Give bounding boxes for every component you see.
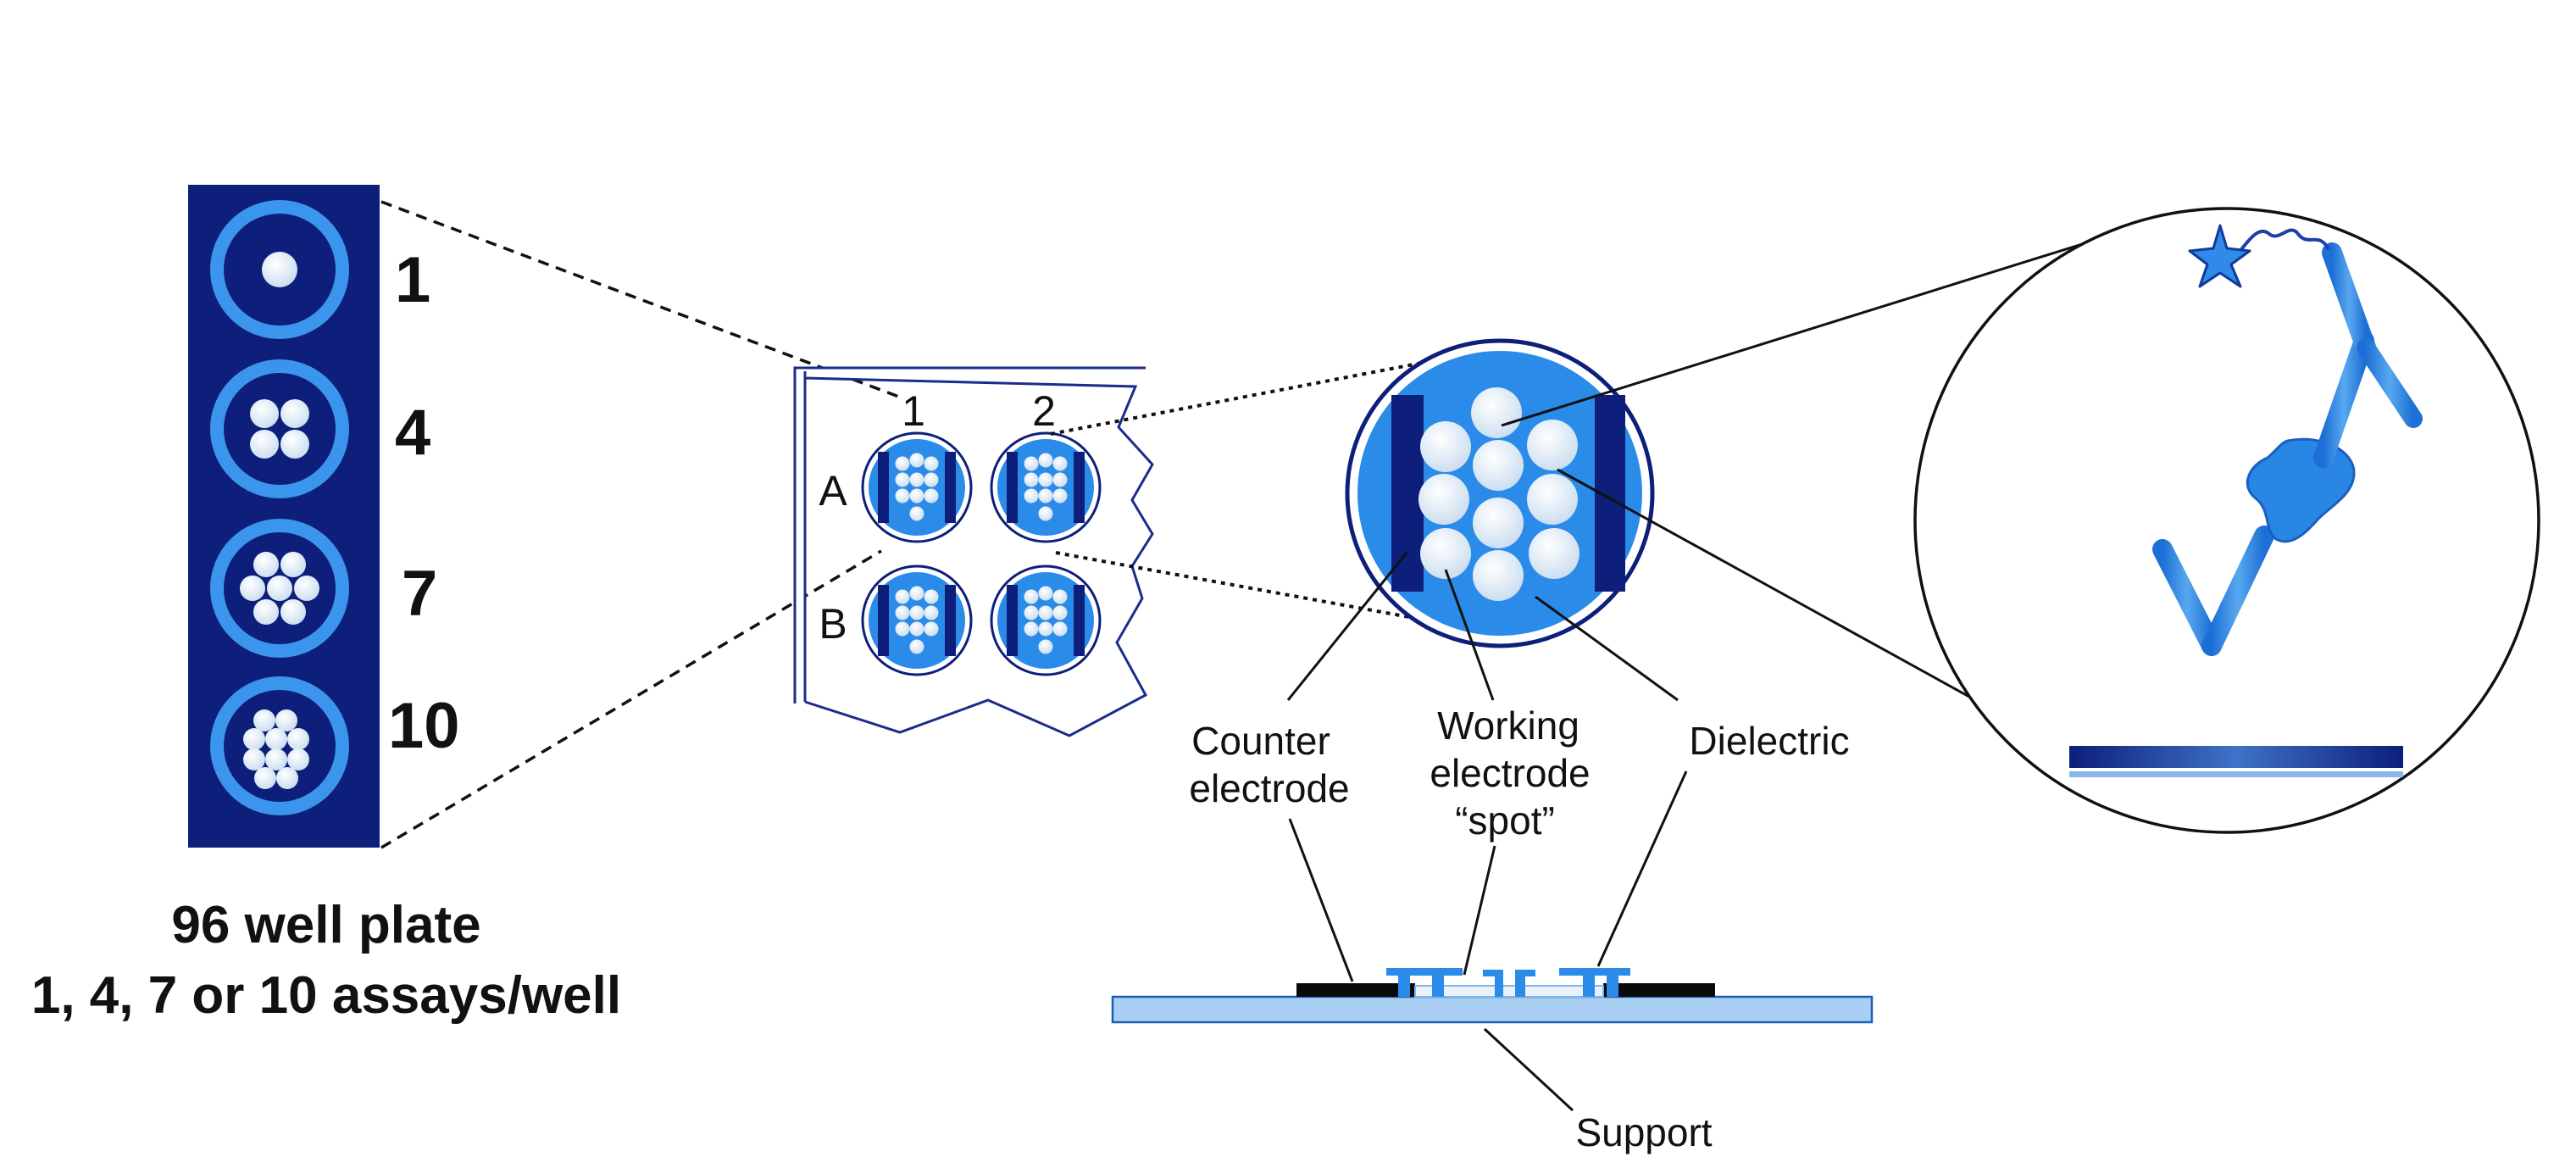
well-count-label-1: 1 [395,244,430,316]
zoom-line-well-bottom [1055,551,1475,631]
plate-caption-line1: 96 well plate [171,896,480,954]
well-10-spots [210,676,349,815]
leader-counter-to-section [1288,818,1354,982]
leader-working-to-section [1463,845,1496,976]
counter-electrode-left [1391,395,1424,592]
support-layer [1111,995,1874,1024]
capture-antibody [2152,526,2274,758]
leader-dielectric-to-section [1596,770,1688,967]
zoom-line-strip-bottom [380,549,882,849]
assay-detail-outline [1913,207,2540,834]
plate-well-a2 [990,431,1102,543]
well-7-spots [210,519,349,658]
plate-row-label-a: A [819,467,847,514]
well-1-spot [210,200,349,339]
label-working-line3: “spot” [1455,798,1555,843]
plate-well-a1 [861,431,973,543]
zoom-line-assay-top [1501,214,2175,427]
counter-electrode-layer-left [1296,983,1415,997]
leader-working-electrode [1444,569,1495,701]
counter-electrode-layer-right [1603,983,1715,997]
plate-column-label-1: 1 [902,387,925,435]
dielectric-layer [1386,968,1630,997]
plate-row-label-b: B [819,600,847,648]
leader-counter-electrode [1286,552,1408,701]
leader-dielectric [1535,595,1679,702]
label-counter-line1: Counter [1191,719,1330,763]
well-strip [188,185,380,848]
enlarged-well [1345,338,1655,648]
leader-support [1483,1027,1574,1112]
working-electrode-spots [1418,387,1579,601]
label-support: Support [1575,1110,1712,1154]
plate-well-b1 [861,565,973,676]
plate-column-label-2: 2 [1032,387,1056,435]
label-counter-line2: electrode [1189,766,1349,810]
plate-section: 1 2 A B [793,366,1154,737]
plate-well-b2 [990,565,1102,676]
well-count-label-10: 10 [388,690,460,762]
plate-caption-line2: 1, 4, 7 or 10 assays/well [31,966,621,1025]
working-electrode-layer [1414,985,1604,998]
assay-detail [1913,207,2540,834]
electrode-surface [2069,746,2403,768]
label-dielectric: Dielectric [1689,719,1849,763]
cross-section [1111,968,1874,1024]
well-4-spots [210,359,349,498]
label-working-line2: electrode [1430,751,1590,795]
star-label-icon [2188,224,2251,288]
label-tether [2235,228,2330,256]
electrode-surface-edge [2069,771,2403,777]
label-working-line1: Working [1437,704,1579,748]
well-count-label-4: 4 [395,397,430,469]
detection-antibody [2313,242,2423,468]
well-count-label-7: 7 [402,558,437,630]
plate-section-outline [793,366,1154,737]
